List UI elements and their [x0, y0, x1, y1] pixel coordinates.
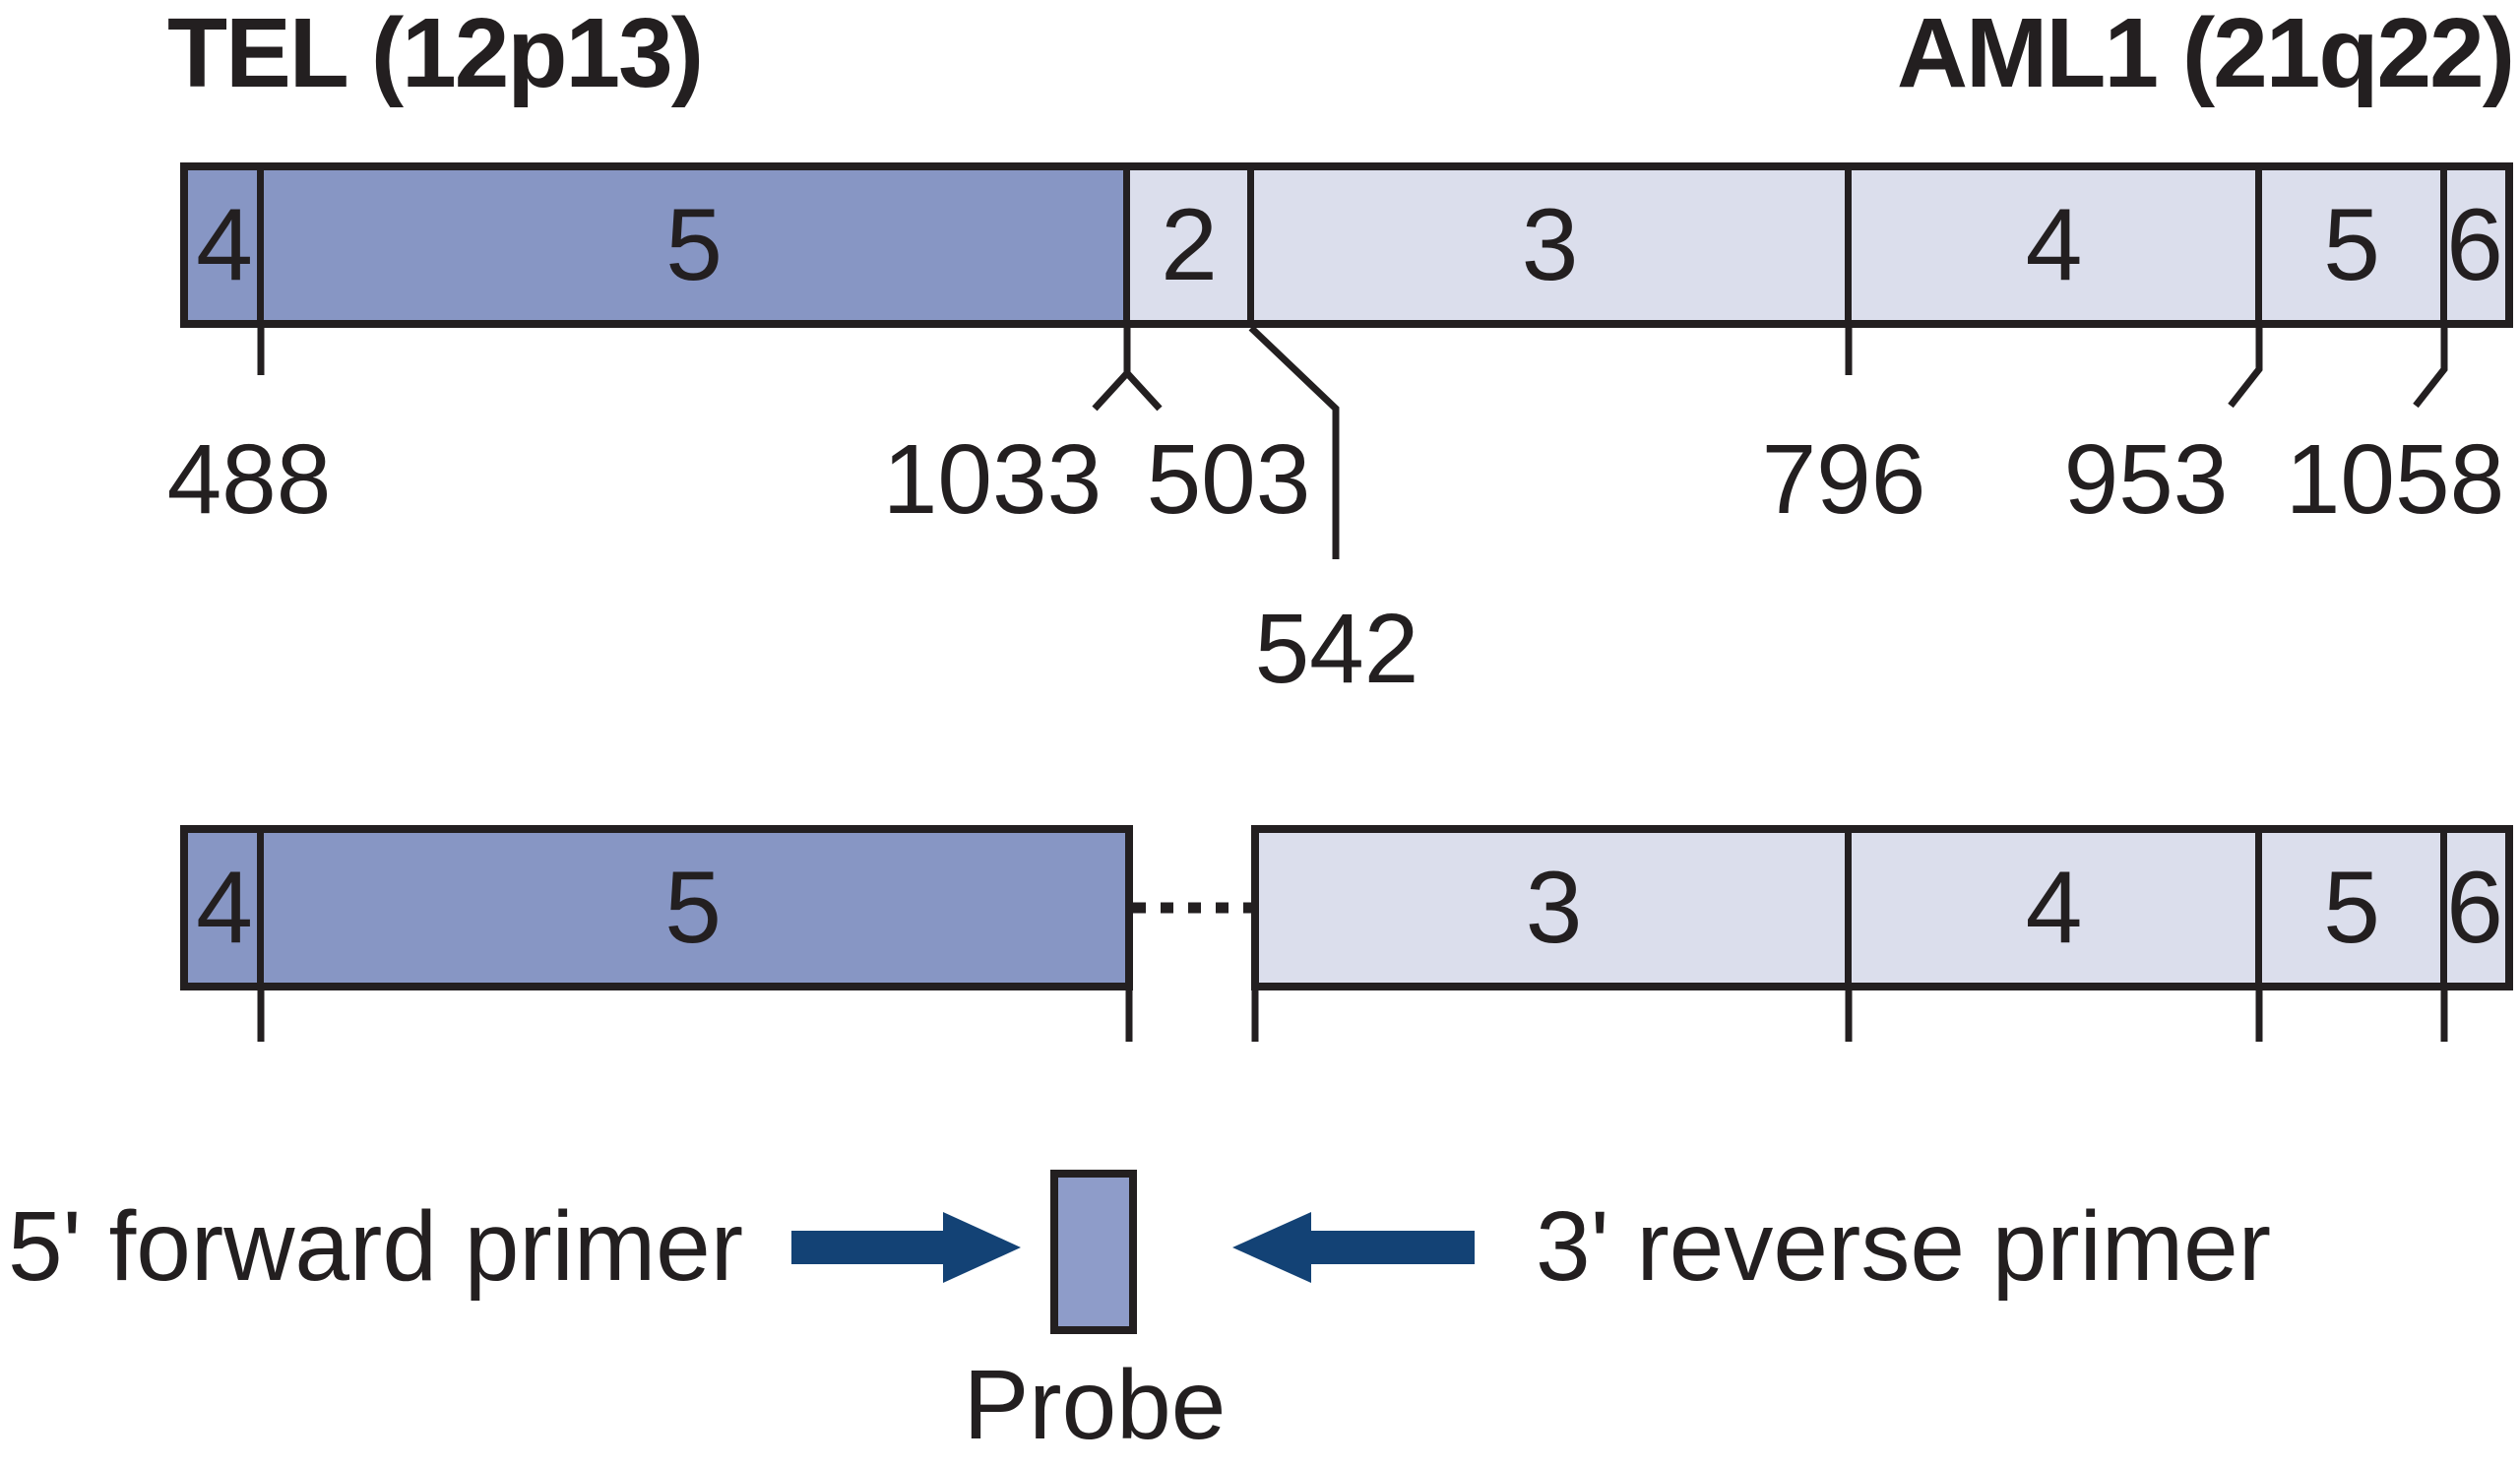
- genomic-exon-bar: 4 5 2 3 4 5 6: [180, 162, 2513, 328]
- fusion-aml1-exon5-box: 5: [2259, 833, 2444, 983]
- genomic-aml1-exon2-box: 2: [1127, 170, 1251, 320]
- exon-label: 5: [664, 851, 722, 965]
- coord-796: 796: [1761, 424, 1926, 535]
- exon-divider: [2440, 833, 2447, 983]
- fusion-tel-exon5-box: 5: [261, 833, 1125, 983]
- genomic-aml1-exon5-box: 5: [2259, 170, 2444, 320]
- fusion-aml1-exon4-box: 4: [1849, 833, 2259, 983]
- exon-label: 5: [665, 188, 723, 302]
- fusion-tel-bar: 4 5: [180, 825, 1133, 990]
- exon-divider: [1123, 170, 1130, 320]
- exon-divider: [2255, 833, 2262, 983]
- aml1-gene-title: AML1 (21q22): [1896, 0, 2515, 108]
- exon-label: 3: [1521, 188, 1579, 302]
- exon-label: 2: [1161, 188, 1218, 302]
- exon-label: 4: [2025, 851, 2083, 965]
- genomic-tel-exon5-box: 5: [261, 170, 1127, 320]
- coord-488: 488: [166, 424, 332, 535]
- exon-label: 4: [196, 851, 253, 965]
- exon-label: 4: [2025, 188, 2083, 302]
- probe-box: [1050, 1170, 1137, 1334]
- leader-line-1058: [2413, 328, 2448, 409]
- exon-label: 6: [2446, 851, 2503, 965]
- breakpoint-fork-1033-503: [1092, 328, 1163, 412]
- exon-divider: [2440, 170, 2447, 320]
- exon-divider: [1845, 833, 1852, 983]
- fusion-aml1-exon3-box: 3: [1259, 833, 1849, 983]
- fusion-aml1-exon6-box: 6: [2444, 833, 2505, 983]
- coord-1058: 1058: [2285, 424, 2505, 535]
- exon-label: 5: [2323, 188, 2380, 302]
- reverse-primer-arrow: [1232, 1212, 1475, 1283]
- fusion-tel-exon4-box: 4: [188, 833, 261, 983]
- exon-divider: [257, 833, 264, 983]
- reverse-primer-label: 3' reverse primer: [1536, 1191, 2272, 1302]
- exon-divider: [1845, 170, 1852, 320]
- probe-label: Probe: [963, 1350, 1227, 1460]
- tel-gene-title: TEL (12p13): [167, 0, 704, 108]
- forward-primer-label: 5' forward primer: [8, 1191, 744, 1302]
- fusion-aml1-bar: 3 4 5 6: [1251, 825, 2513, 990]
- genomic-aml1-exon4-box: 4: [1849, 170, 2259, 320]
- exon-divider: [257, 170, 264, 320]
- exon-label: 4: [196, 188, 253, 302]
- coord-953: 953: [2063, 424, 2229, 535]
- exon-divider: [2255, 170, 2262, 320]
- coord-542: 542: [1254, 594, 1419, 704]
- genomic-tel-exon4-box: 4: [188, 170, 261, 320]
- forward-primer-arrow: [791, 1212, 1021, 1283]
- coord-503: 503: [1146, 424, 1311, 535]
- leader-line-953: [2228, 328, 2263, 409]
- exon-divider: [1247, 170, 1254, 320]
- exon-label: 3: [1525, 851, 1583, 965]
- coord-1033: 1033: [882, 424, 1102, 535]
- genomic-aml1-exon3-box: 3: [1251, 170, 1849, 320]
- exon-label: 6: [2446, 188, 2503, 302]
- genomic-aml1-exon6-box: 6: [2444, 170, 2505, 320]
- exon-label: 5: [2323, 851, 2380, 965]
